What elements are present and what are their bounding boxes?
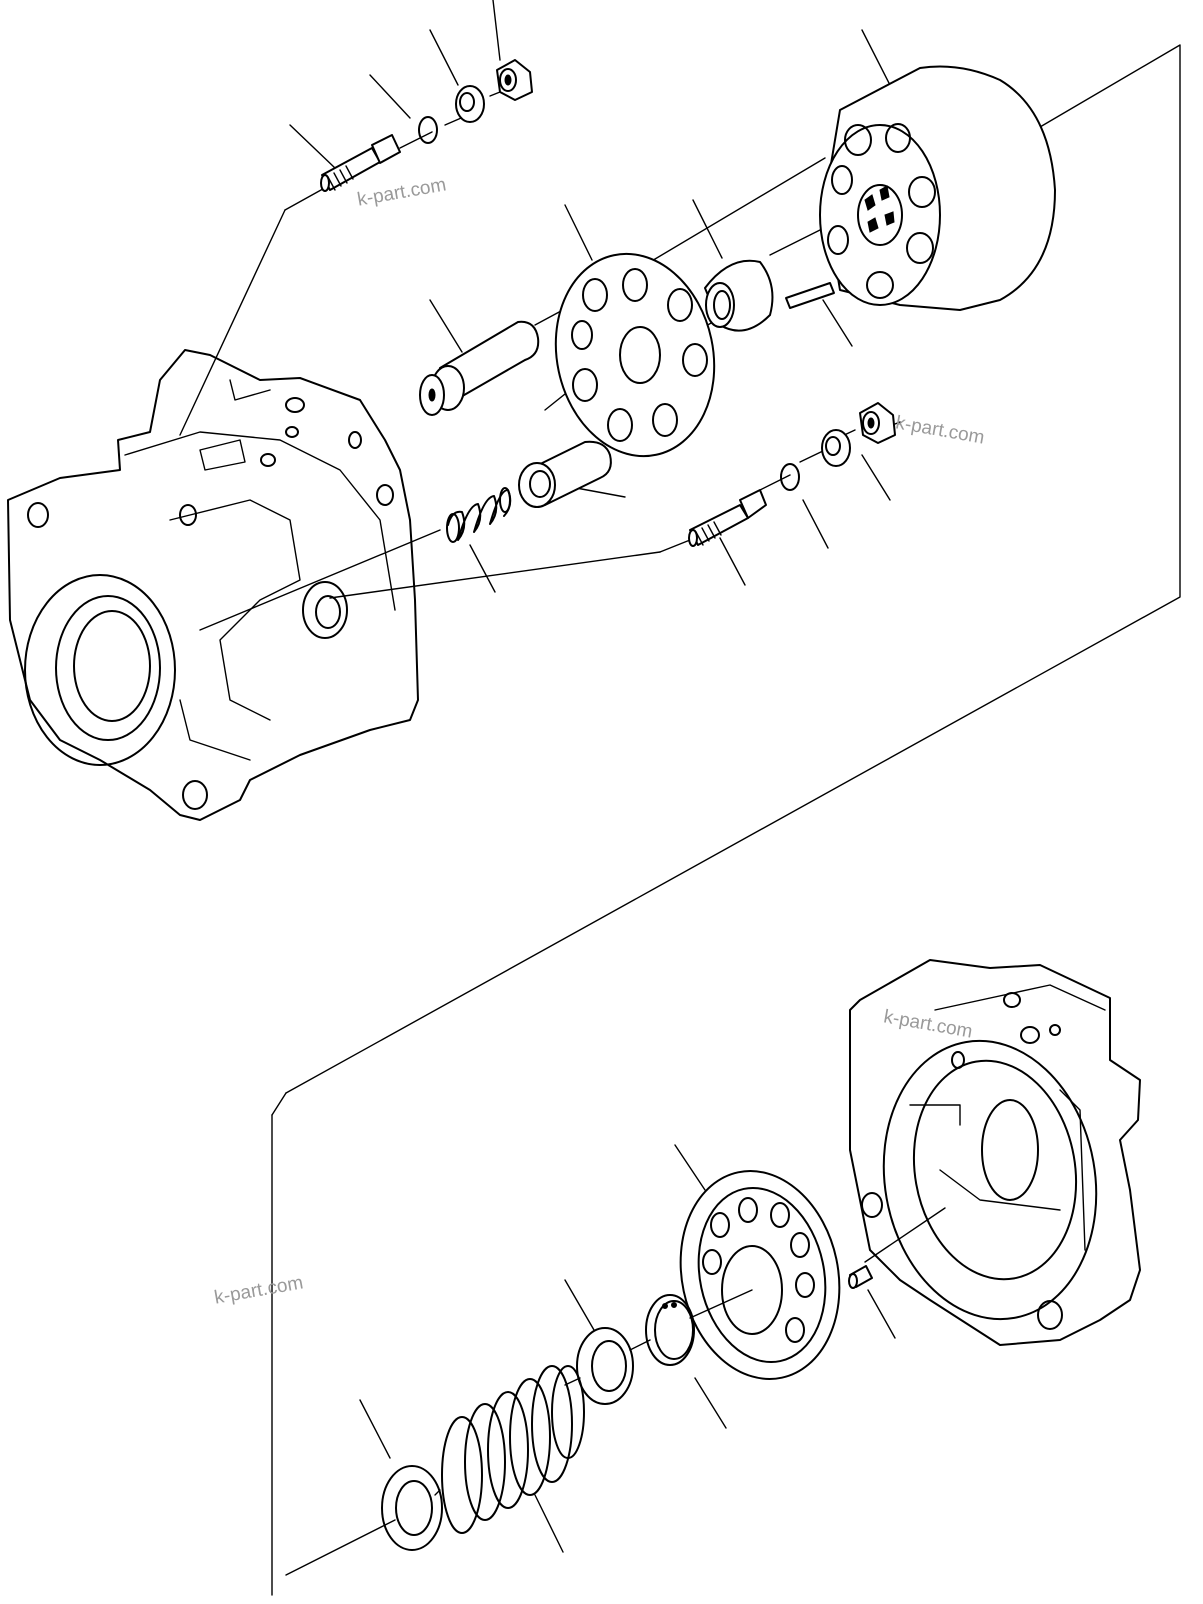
washer-lower [821, 429, 851, 467]
spring-lower [441, 1365, 585, 1534]
snap-ring [645, 1294, 695, 1366]
o-ring-upper [418, 116, 438, 144]
leader-lines-lower [285, 1207, 946, 1576]
callout-ticks-lower [359, 1144, 896, 1553]
callout-ticks-upper [289, 0, 891, 593]
valve-plate [679, 1170, 841, 1380]
thrust-washer [576, 1327, 634, 1405]
lower-group-frame [271, 1092, 287, 1596]
upper-group-frame [285, 44, 1181, 1094]
o-ring-lower [780, 463, 800, 491]
spring-seat-sleeve [518, 440, 612, 508]
spherical-bushing [704, 259, 774, 332]
washer-upper [455, 85, 485, 123]
nut-upper [496, 59, 533, 101]
end-cap-housing [849, 959, 1141, 1346]
leader-lines-upper [179, 89, 901, 631]
center-pin [785, 282, 835, 309]
piston [419, 320, 540, 416]
dowel-pin [848, 1265, 873, 1289]
pump-case-housing [7, 349, 419, 821]
stud-bolt-upper [320, 134, 401, 192]
seat-washer-lower [381, 1465, 443, 1551]
nut-lower [859, 402, 896, 444]
spring-upper [446, 487, 512, 543]
retainer-plate [554, 252, 716, 458]
stud-bolt-lower [688, 489, 767, 547]
cylinder-block [819, 65, 1056, 311]
